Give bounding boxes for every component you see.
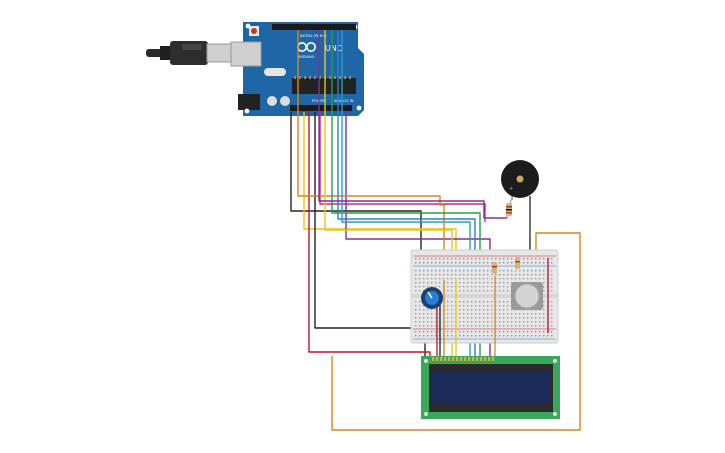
wire-black-gnd[interactable] [290, 112, 422, 253]
usb-cable-icon[interactable] [146, 41, 234, 65]
pushbutton-icon[interactable] [511, 282, 543, 310]
arduino-uno-board[interactable]: UNO ARDUINO POWER ANALOG IN DIGITAL (PWM… [230, 22, 364, 116]
analog-header-label: ANALOG IN [334, 99, 354, 103]
breadboard-jumpers [436, 258, 549, 356]
wire-magenta-a0[interactable] [319, 112, 486, 222]
wire-yellow-5v[interactable] [303, 112, 457, 270]
wire-red-lcd-vcc[interactable] [308, 112, 431, 356]
lcd-pin-header [432, 357, 495, 361]
resistor-icon[interactable] [506, 199, 512, 219]
digital-header-label: DIGITAL (PWM~) [300, 34, 326, 38]
board-brand-label: ARDUINO [298, 55, 315, 59]
potentiometer-icon[interactable] [421, 287, 443, 309]
lcd-16x2-display[interactable] [421, 356, 560, 419]
breadboard[interactable] [410, 249, 559, 344]
wire-orange-loop[interactable] [331, 232, 581, 431]
breadboard-resistors [492, 257, 520, 274]
wire-purple-buzzer[interactable] [318, 30, 507, 219]
board-model-label: UNO [325, 44, 343, 53]
svg-text:+: + [509, 186, 513, 192]
